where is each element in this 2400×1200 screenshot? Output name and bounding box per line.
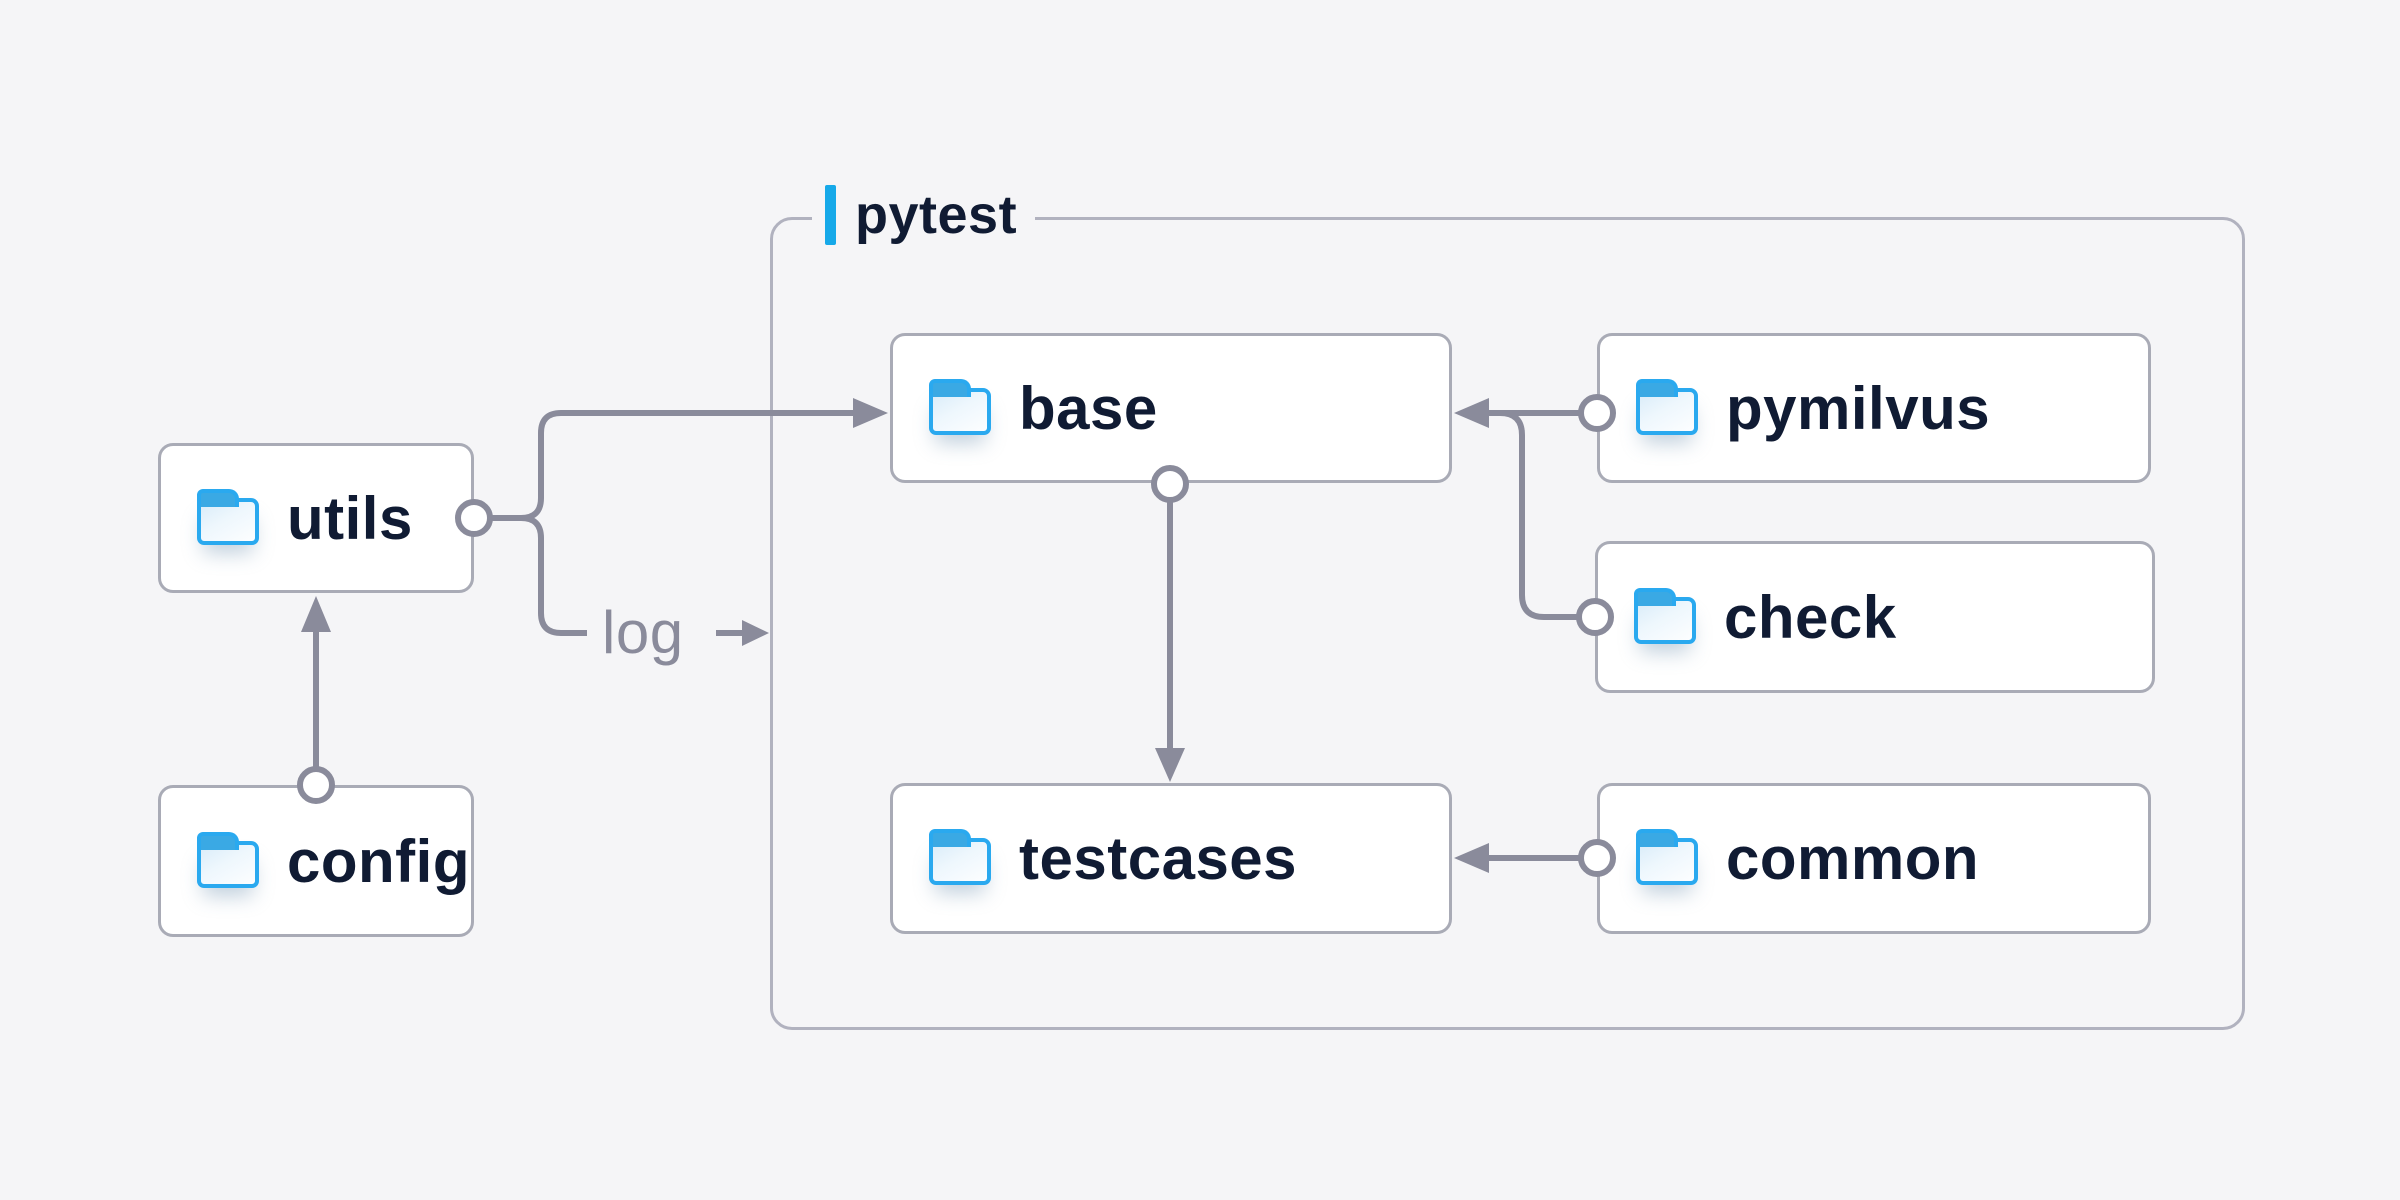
node-label: testcases (1019, 825, 1298, 892)
node-label: common (1726, 825, 1980, 892)
node-testcases: testcases (890, 783, 1452, 934)
folder-icon (197, 831, 259, 888)
edge-label-log: log (602, 599, 684, 666)
node-label: base (1019, 374, 1158, 442)
node-label: utils (287, 484, 413, 552)
folder-icon (929, 829, 991, 885)
node-common: common (1597, 783, 2151, 934)
node-check: check (1595, 541, 2155, 693)
folder-icon (1636, 378, 1698, 435)
folder-icon (1636, 829, 1698, 885)
group-title: pytest (855, 185, 1018, 245)
folder-icon (929, 378, 991, 435)
arrowhead (301, 596, 331, 632)
node-label: check (1724, 583, 1897, 651)
pytest-group-label: pytest (812, 183, 1036, 247)
node-utils: utils (158, 443, 474, 593)
node-config: config (158, 785, 474, 937)
node-base: base (890, 333, 1452, 483)
folder-icon (1634, 587, 1696, 644)
edge-config-utils (301, 596, 331, 769)
pytest-container (770, 217, 2245, 1030)
arrowhead (742, 620, 769, 646)
accent-bar-icon (825, 185, 836, 245)
node-label: config (287, 827, 470, 895)
folder-icon (197, 488, 259, 545)
node-pymilvus: pymilvus (1597, 333, 2151, 483)
node-label: pymilvus (1726, 374, 1991, 442)
